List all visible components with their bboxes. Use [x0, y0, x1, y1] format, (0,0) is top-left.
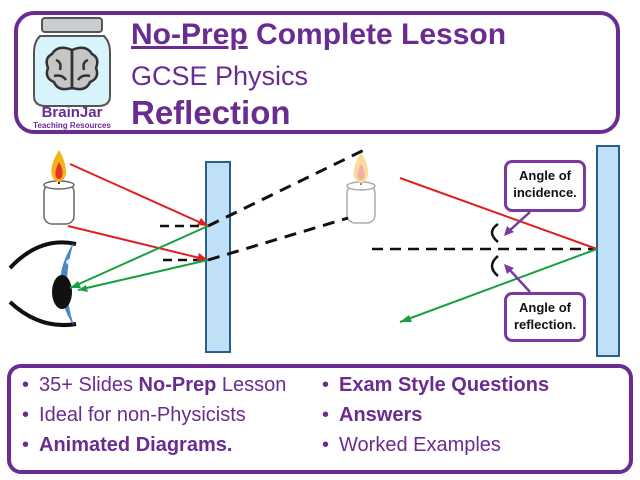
incident-ray	[67, 225, 209, 261]
angle-arc	[490, 255, 499, 277]
candle-icon	[43, 150, 75, 225]
mirror-left	[205, 161, 231, 353]
reflected-ray	[399, 248, 598, 323]
brainjar-logo	[33, 17, 111, 107]
brand-name: BrainJar	[41, 104, 103, 121]
lesson-title: No-Prep Complete Lesson	[131, 18, 506, 52]
title-rest: Complete Lesson	[247, 18, 507, 51]
feature-item: •Animated Diagrams.	[22, 434, 233, 456]
reflection-diagram	[8, 145, 620, 357]
virtual-candle-icon	[346, 152, 376, 224]
course-subtitle: GCSE Physics	[131, 61, 309, 91]
mirror-right	[596, 145, 620, 357]
incident-ray	[69, 163, 209, 227]
feature-item: •Worked Examples	[322, 434, 501, 456]
callout-angle-reflection: Angle of reflection.	[504, 292, 586, 342]
reflected-ray	[77, 259, 209, 291]
incident-ray	[399, 177, 598, 250]
title-emphasis: No-Prep	[131, 18, 248, 51]
reflected-ray	[69, 225, 209, 289]
virtual-ray	[207, 216, 349, 262]
header-panel	[14, 11, 620, 134]
feature-item: •Exam Style Questions	[322, 374, 550, 396]
feature-item: •35+ Slides No-Prep Lesson	[22, 374, 287, 396]
angle-arc	[490, 222, 499, 243]
callout-angle-incidence: Angle of incidence.	[504, 160, 586, 212]
eye-icon	[8, 240, 77, 327]
feature-item: •Answers	[322, 404, 423, 426]
topic-title: Reflection	[131, 94, 291, 131]
virtual-ray	[207, 148, 365, 228]
brand-tagline: Teaching Resources	[33, 121, 111, 130]
feature-item: •Ideal for non-Physicists	[22, 404, 246, 426]
features-panel	[7, 364, 633, 474]
